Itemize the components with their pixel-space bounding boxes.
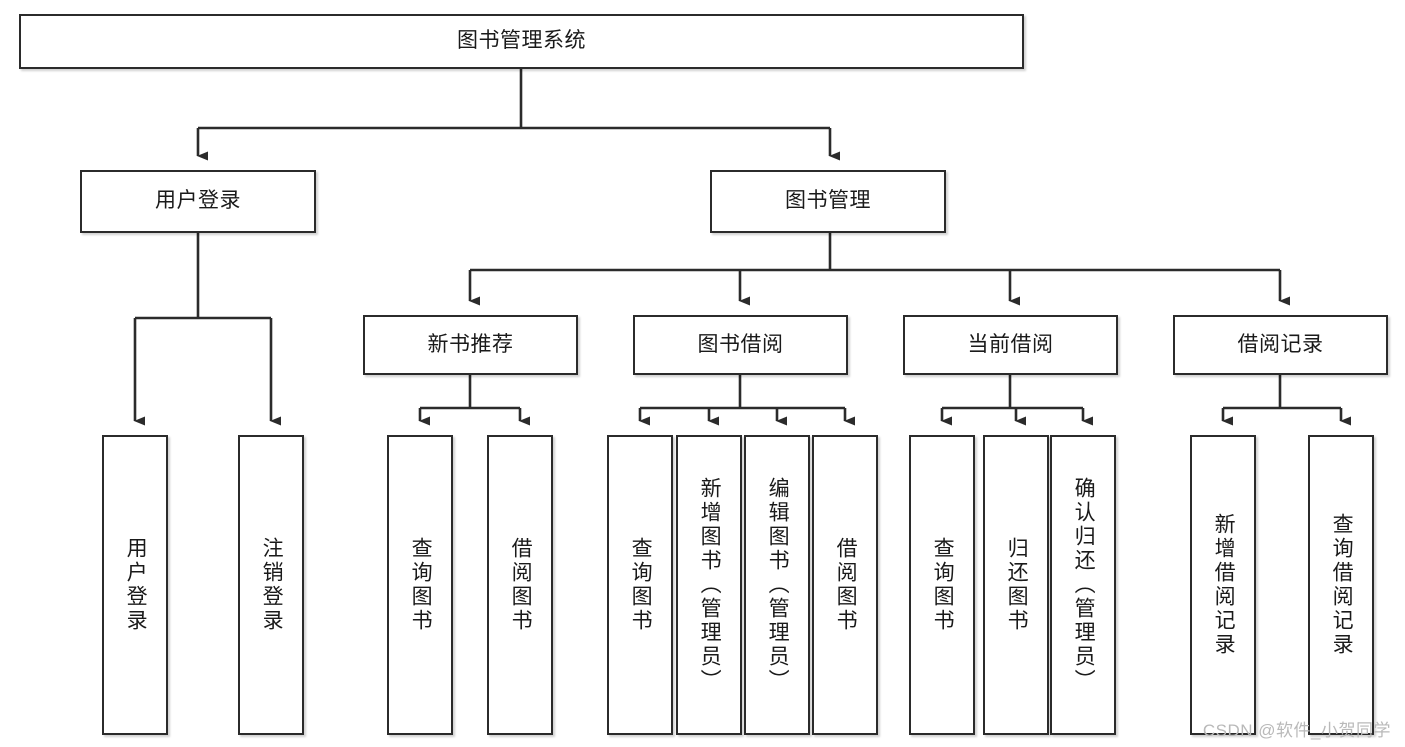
node-user-login[interactable]: 用户登录 [80, 170, 316, 233]
node-current-borrow-label: 当前借阅 [967, 332, 1054, 356]
node-new-book-recommend-label: 新书推荐 [427, 332, 514, 356]
node-leaf-logout-login-label: 注销登录 [260, 537, 284, 633]
node-leaf-user-login-label: 用户登录 [124, 537, 148, 633]
node-leaf-query-book-2-label: 查询图书 [629, 537, 653, 633]
node-borrow-record-label: 借阅记录 [1237, 332, 1324, 356]
node-leaf-add-borrow-record[interactable]: 新增借阅记录 [1190, 435, 1256, 735]
node-leaf-edit-book-admin-label: 编辑图书（管理员） [766, 477, 790, 693]
node-leaf-borrow-book-2[interactable]: 借阅图书 [812, 435, 878, 735]
node-leaf-query-book-1-label: 查询图书 [409, 537, 433, 633]
node-new-book-recommend[interactable]: 新书推荐 [363, 315, 578, 375]
node-leaf-add-book-admin[interactable]: 新增图书（管理员） [676, 435, 742, 735]
node-leaf-query-book-3[interactable]: 查询图书 [909, 435, 975, 735]
node-leaf-user-login[interactable]: 用户登录 [102, 435, 168, 735]
node-leaf-add-borrow-record-label: 新增借阅记录 [1212, 513, 1236, 657]
node-leaf-return-book[interactable]: 归还图书 [983, 435, 1049, 735]
node-borrow-record[interactable]: 借阅记录 [1173, 315, 1388, 375]
node-leaf-query-book-1[interactable]: 查询图书 [387, 435, 453, 735]
node-book-manage[interactable]: 图书管理 [710, 170, 946, 233]
node-leaf-query-book-2[interactable]: 查询图书 [607, 435, 673, 735]
node-book-borrow[interactable]: 图书借阅 [633, 315, 848, 375]
node-root[interactable]: 图书管理系统 [19, 14, 1024, 69]
node-leaf-logout-login[interactable]: 注销登录 [238, 435, 304, 735]
node-current-borrow[interactable]: 当前借阅 [903, 315, 1118, 375]
node-leaf-borrow-book-1-label: 借阅图书 [509, 537, 533, 633]
node-leaf-edit-book-admin[interactable]: 编辑图书（管理员） [744, 435, 810, 735]
node-leaf-query-borrow-record[interactable]: 查询借阅记录 [1308, 435, 1374, 735]
node-leaf-confirm-return-admin[interactable]: 确认归还（管理员） [1050, 435, 1116, 735]
node-leaf-add-book-admin-label: 新增图书（管理员） [698, 477, 722, 693]
node-user-login-label: 用户登录 [155, 189, 241, 213]
node-book-manage-label: 图书管理 [785, 189, 871, 213]
node-root-label: 图书管理系统 [457, 29, 586, 53]
node-leaf-confirm-return-admin-label: 确认归还（管理员） [1072, 477, 1096, 693]
node-leaf-borrow-book-2-label: 借阅图书 [834, 537, 858, 633]
node-book-borrow-label: 图书借阅 [697, 332, 784, 356]
node-leaf-return-book-label: 归还图书 [1005, 537, 1029, 633]
csdn-watermark: CSDN @软件_小贺同学 [1202, 721, 1391, 740]
node-leaf-query-borrow-record-label: 查询借阅记录 [1330, 513, 1354, 657]
node-leaf-query-book-3-label: 查询图书 [931, 537, 955, 633]
node-leaf-borrow-book-1[interactable]: 借阅图书 [487, 435, 553, 735]
